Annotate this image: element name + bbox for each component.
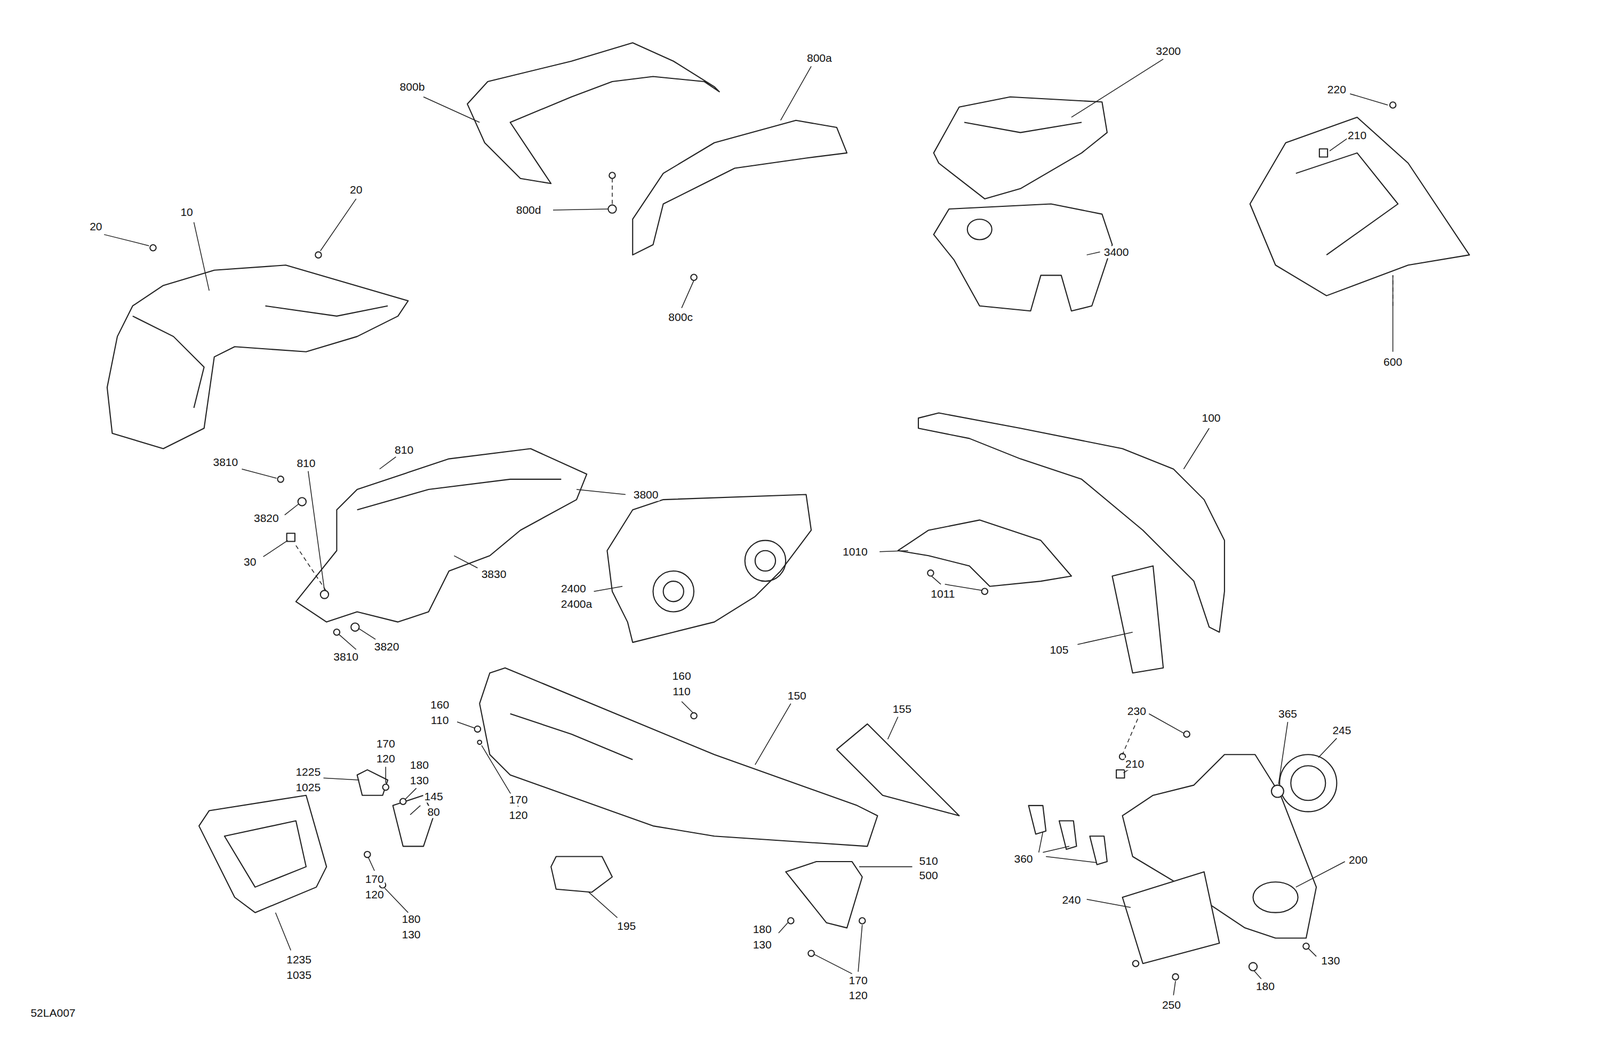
callout-number: 120 [364,888,386,901]
callout-number: 3820 [373,640,401,653]
bin-3400 [933,203,1113,311]
callout-number: 80 [426,805,441,819]
hood-10 [107,265,408,449]
dashed-lines [296,178,1394,756]
callout-number: 130 [1320,955,1341,968]
callout-number: 160 [429,699,451,712]
callout-number: 180 [1254,980,1276,994]
callout-number: 195 [616,920,637,933]
decal-155 [836,724,960,816]
callout-number: 150 [786,689,808,702]
decal-105 [1112,565,1164,674]
callout-number: 110 [671,685,692,699]
callout-number: 250 [1161,998,1182,1012]
callout-number: 3800 [632,488,660,501]
callout-number: 130 [401,928,422,941]
clip-360 [1028,805,1047,835]
callout-number: 2400 [560,582,588,595]
callout-number: 3830 [480,568,508,581]
part-1225 [357,770,388,796]
callout-number: 180 [401,913,422,926]
callout-number: 155 [891,702,913,716]
callout-number: 1035 [285,969,313,982]
callout-number: 210 [1346,129,1368,142]
clip-360 [1059,821,1077,851]
callout-number: 240 [1060,893,1082,907]
leader-lines [104,59,1393,996]
callout-number: 1010 [841,546,869,559]
callout-number: 3400 [1102,245,1131,259]
callout-number: 500 [918,869,940,882]
callout-number: 3200 [1154,44,1182,58]
callout-number: 800c [667,310,694,324]
callout-number: 600 [1382,356,1404,369]
panel-1235 [198,795,327,914]
callout-number: 220 [1326,83,1348,96]
callout-number: 230 [1126,705,1148,718]
callout-number: 200 [1347,853,1369,867]
callout-number: 130 [752,938,773,951]
callout-number: 510 [918,854,940,868]
fasteners [149,101,1396,981]
callout-number: 810 [295,457,317,470]
callout-number: 170 [848,974,869,987]
callout-number: 105 [1048,643,1070,656]
callout-number: 120 [848,989,869,1003]
callout-number: 1011 [929,587,956,600]
callout-number: 3810 [332,651,360,664]
callout-number: 120 [375,753,397,766]
callout-number: 1025 [294,781,322,794]
callout-number: 160 [671,670,693,683]
callout-number: 30 [242,556,258,569]
headlight-2400 [606,494,812,643]
callout-number: 180 [752,923,773,936]
callout-number: 10 [179,205,194,219]
callout-number: 3820 [252,512,280,525]
callout-number: 170 [375,737,397,750]
callout-number: 210 [1124,757,1146,771]
callout-number: 130 [409,774,430,787]
callout-number: 1235 [285,954,313,967]
callout-number: 245 [1331,724,1352,737]
cover-3200 [933,97,1108,199]
cap-365 [1271,785,1284,798]
bracket-145 [393,795,435,847]
callout-number: 170 [364,873,386,886]
callout-number: 800b [398,80,427,93]
callout-number: 20 [88,220,103,233]
callout-number: 110 [429,714,450,727]
callout-number: 180 [409,758,430,772]
callout-number: 360 [1012,852,1034,866]
callout-number: 3810 [211,456,239,469]
callout-number: 145 [423,790,445,804]
side-panel-150 [479,668,878,847]
callout-number: 120 [507,809,529,822]
callout-number: 2400a [560,597,594,611]
plate-240 [1122,872,1220,964]
callout-number: 100 [1201,412,1222,425]
panel-800a [632,120,847,255]
callout-number: 20 [348,183,364,196]
callout-number: 170 [507,793,529,806]
badge-195 [550,856,613,893]
clip-360 [1089,836,1108,866]
vent-1010 [898,520,1072,587]
callout-number: 1225 [294,766,322,779]
callout-number: 800d [515,204,543,217]
bracket-500 [785,861,862,928]
callout-number: 365 [1277,708,1299,721]
callout-number: 800a [805,52,834,65]
callout-number: 52LA007 [29,1006,77,1020]
callout-number: 810 [393,443,415,456]
frame-3800 [296,448,587,622]
panel-600 [1250,117,1470,296]
ring-245 [1279,754,1337,812]
